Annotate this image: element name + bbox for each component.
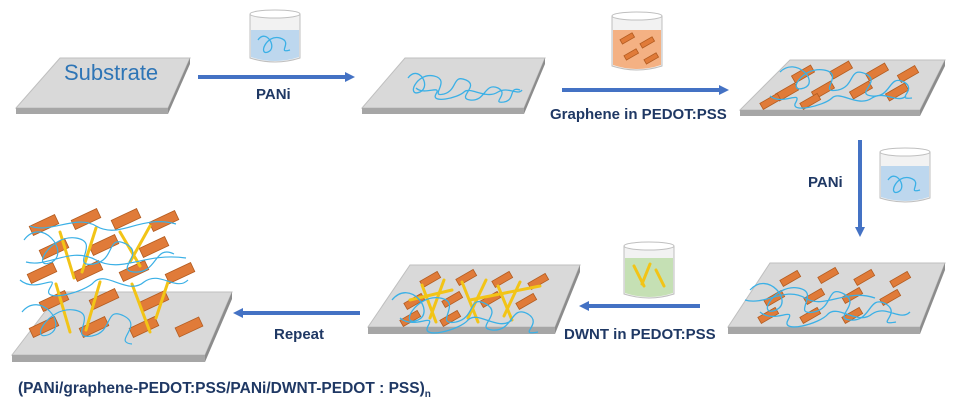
pani-fibers <box>19 221 189 345</box>
dwnt-tubes <box>54 224 170 334</box>
substrate-plate <box>14 57 191 114</box>
step-label-dwnt: DWNT in PEDOT:PSS <box>564 326 716 343</box>
step-label-repeat: Repeat <box>274 326 325 343</box>
pani-fibers <box>744 282 911 328</box>
pani-fibers <box>407 72 523 103</box>
multilayer-formula: (PANi/graphene-PEDOT:PSS/PANi/DWNT-PEDOT… <box>18 380 431 400</box>
multilayer-stack-plate <box>10 208 233 362</box>
dwnt-layer-plate <box>367 264 581 334</box>
graphene-pani-plate <box>738 59 946 116</box>
formula-text: (PANi/graphene-PEDOT:PSS/PANi/DWNT-PEDOT… <box>18 380 425 397</box>
pani-fibers <box>391 292 539 334</box>
pani-fibers <box>769 66 913 109</box>
graphene-bricks <box>399 268 550 328</box>
step-label-pani-2: PANi <box>808 174 843 191</box>
pani-beaker-icon <box>879 147 931 203</box>
pani-beaker-icon <box>249 9 301 63</box>
step-label-graphene: Graphene in PEDOT:PSS <box>550 106 727 123</box>
pani-coated-plate <box>360 57 546 114</box>
graphene-beaker-icon <box>611 11 663 71</box>
graphene-bricks <box>26 208 204 338</box>
pani-graphene-pani-plate <box>727 262 946 334</box>
formula-subscript: n <box>424 389 431 401</box>
graphene-bricks <box>759 60 920 111</box>
dwnt-tubes <box>408 278 542 324</box>
step-label-pani-1: PANi <box>256 86 291 103</box>
dwnt-beaker-icon <box>623 241 675 299</box>
substrate-label: Substrate <box>64 60 159 85</box>
